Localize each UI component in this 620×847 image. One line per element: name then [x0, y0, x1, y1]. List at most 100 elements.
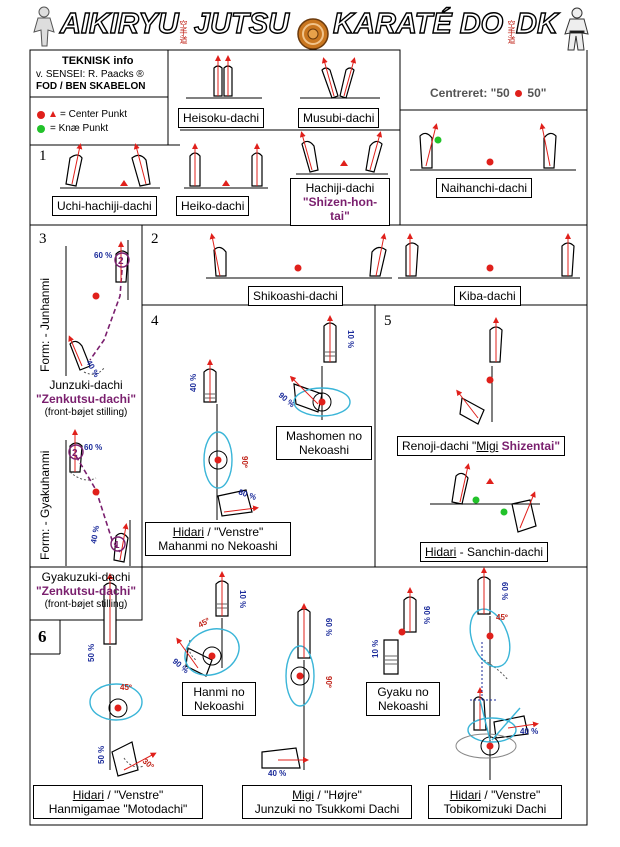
karateka-left-icon [33, 6, 55, 47]
svg-text:2: 2 [118, 256, 124, 267]
pct-junzuki-40: 40 % [84, 359, 101, 379]
title-dk: DK [515, 7, 558, 40]
label-renoji-migi: Migi [476, 439, 499, 453]
section-4-number: 4 [151, 313, 159, 329]
label-kiba: Kiba-dachi [454, 286, 521, 306]
svg-text:2: 2 [72, 448, 78, 459]
label-heiko: Heiko-dachi [176, 196, 250, 216]
label-tsukkomi-hojre: / "Højre" [314, 788, 362, 802]
pct-mahanmi-40: 40 % [189, 374, 198, 392]
label-renoji-a: Renoji-dachi " [402, 439, 477, 453]
label-hanmi-nekoashi: Hanmi no Nekoashi [182, 682, 256, 716]
label-mashomen-2: Nekoashi [298, 443, 350, 457]
kanji-right: 空手道 [507, 20, 516, 44]
label-renoji: Renoji-dachi "Migi Shizentai" [397, 436, 566, 456]
label-shikoashi: Shikoashi-dachi [248, 286, 343, 306]
deg-mahanmi-90: 90º [240, 456, 249, 468]
section-3-number: 3 [39, 231, 47, 247]
legend-center: = Center Punkt [60, 109, 127, 120]
section-5-number: 5 [384, 313, 392, 329]
label-sanchin: Hidari - Sanchin-dachi [420, 542, 549, 562]
number-badges [68, 252, 130, 552]
header-figures [33, 6, 589, 51]
pct-gyaku-nekoashi-10: 10 % [371, 640, 380, 658]
label-gyakuzuki: Gyakuzuki-dachi "Zenkutsu-dachi" (front-… [32, 570, 140, 612]
label-hanmi-2: Nekoashi [193, 699, 245, 713]
centered-label-end: 50" [527, 86, 547, 100]
info-heading: TEKNISK info [62, 55, 134, 67]
pct-mahanmi-80: 80 % [237, 487, 257, 502]
centered-dot-icon [515, 90, 523, 97]
label-junzuki-note: (front-bøjet stilling) [44, 407, 128, 418]
label-mahanmi-venstre: / "Venstre" [204, 525, 264, 539]
emblem-icon [297, 18, 329, 50]
label-form-gyakuhanmi: Form: - Gyakuhanmi [38, 450, 52, 560]
centered-label: Centreret: "50 50" [430, 86, 546, 100]
label-gyakuzuki-name: Gyakuzuki-dachi [41, 570, 131, 584]
deg-tsukkomi-90: 90º [324, 676, 333, 688]
karateka-right-icon [564, 7, 589, 51]
label-junzuki: Junzuki-dachi "Zenkutsu-dachi" (front-bø… [32, 378, 140, 420]
label-mashomen: Mashomen no Nekoashi [276, 426, 372, 460]
label-tobikomi-hidari: Hidari [449, 788, 482, 802]
label-hanmigamae-venstre: / "Venstre" [104, 788, 164, 802]
label-hanmigamae: Hidari / "Venstre" Hanmigamae "Motodachi… [33, 785, 203, 819]
label-junzuki-name: Junzuki-dachi [49, 378, 123, 392]
section-1-number: 1 [39, 148, 47, 164]
pct-gyaku-40: 40 % [89, 525, 101, 545]
label-gyaku-1: Gyaku no [377, 685, 429, 699]
label-renoji-shizentai: Shizentai" [498, 439, 561, 453]
label-hanmigamae-name: Hanmigamae "Motodachi" [48, 802, 188, 816]
label-tsukkomi-migi: Migi [292, 788, 315, 802]
label-naihanchi: Naihanchi-dachi [436, 178, 533, 198]
pct-junzuki-60: 60 % [94, 251, 112, 260]
pct-hanmi-90: 90 % [171, 657, 191, 676]
label-junzuki-sub: "Zenkutsu-dachi" [35, 392, 137, 406]
label-uchi-hachiji: Uchi-hachiji-dachi [52, 196, 157, 216]
pct-tsukkomi-60: 60 % [324, 618, 333, 636]
pct-gyaku-60: 60 % [84, 443, 102, 452]
title-aikiryu: AIKIRYU [59, 7, 179, 40]
section-6-number: 6 [38, 627, 47, 646]
pct-mashomen-90: 90 % [277, 391, 297, 410]
label-tobikomi-venstre: / "Venstre" [481, 788, 541, 802]
label-mahanmi-hidari: Hidari [172, 525, 205, 539]
legend-knee: = Knæ Punkt [50, 123, 109, 134]
label-hachiji-sub: "Shizen-hon-tai" [302, 195, 378, 223]
svg-text:1: 1 [114, 540, 120, 551]
label-tobikomi: Hidari / "Venstre" Tobikomizuki Dachi [428, 785, 562, 819]
label-tsukkomi-name: Junzuki no Tsukkomi Dachi [254, 802, 400, 816]
label-gyaku-2: Nekoashi [377, 699, 429, 713]
pct-hanmigamae-50b: 50 % [97, 746, 106, 764]
pct-tsukkomi-40: 40 % [268, 769, 286, 778]
header: AIKIRYU 空手道 JUTSU KARATÉ DO 空手道 DK [0, 0, 620, 52]
label-mashomen-1: Mashomen no [285, 429, 363, 443]
label-gyakuzuki-note: (front-bøjet stilling) [44, 599, 128, 610]
deg-hanmi-45: 45º [197, 616, 212, 630]
label-heisoku: Heisoku-dachi [178, 108, 265, 128]
pct-tobikomi-60: 60 % [500, 582, 509, 600]
label-hanmigamae-hidari: Hidari [72, 788, 105, 802]
label-hachiji: Hachiji-dachi "Shizen-hon-tai" [290, 178, 390, 226]
pct-gyaku-nekoashi-90: 90 % [422, 606, 431, 624]
label-hachiji-name: Hachiji-dachi [305, 181, 375, 195]
section-2-number: 2 [151, 231, 159, 247]
kanji-left: 空手道 [179, 20, 188, 44]
centered-label-start: Centreret: "50 [430, 86, 510, 100]
info-org: FOD / BEN SKABELON [36, 81, 146, 92]
label-hanmi-1: Hanmi no [193, 685, 245, 699]
label-tobikomi-name: Tobikomizuki Dachi [443, 802, 547, 816]
title-karate: KARATÉ DO [332, 7, 504, 40]
pct-hanmigamae-50a: 50 % [87, 644, 96, 662]
label-musubi: Musubi-dachi [298, 108, 380, 128]
deg-tobikomi-45: 45º [496, 613, 508, 622]
label-gyakuzuki-sub: "Zenkutsu-dachi" [35, 584, 137, 598]
label-sanchin-name: - Sanchin-dachi [456, 545, 544, 559]
label-form-junhanmi: Form: - Junhanmi [38, 277, 52, 372]
pct-hanmi-10: 10 % [238, 590, 247, 608]
label-sanchin-hidari: Hidari [425, 545, 457, 559]
label-tsukkomi: Migi / "Højre" Junzuki no Tsukkomi Dachi [242, 785, 412, 819]
